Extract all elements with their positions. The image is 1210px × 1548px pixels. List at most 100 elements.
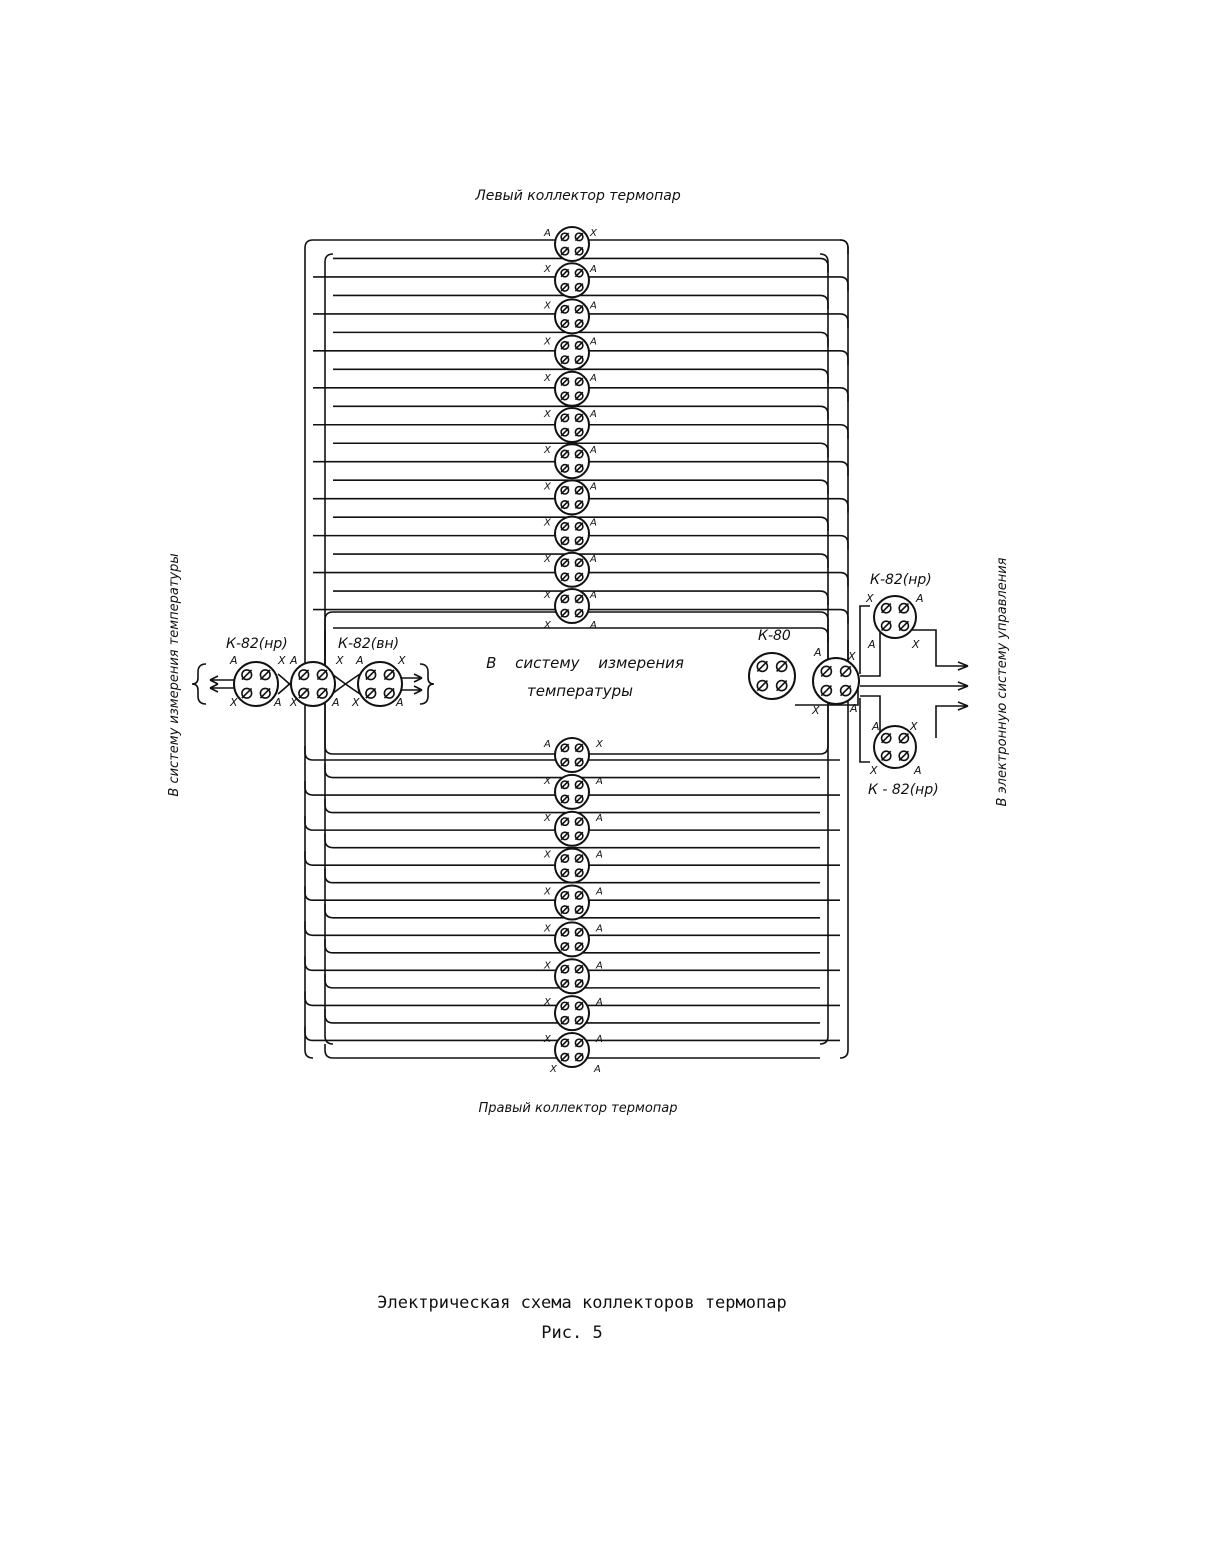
pin-label: Х xyxy=(543,960,552,971)
pin-label: Х xyxy=(543,850,552,861)
connector-label-k82-nr-bottom: К - 82(нр) xyxy=(868,782,939,798)
left-brace xyxy=(191,663,207,705)
collector-connector xyxy=(554,810,590,847)
collector-wiring xyxy=(304,239,849,1059)
collector-connector xyxy=(554,407,590,443)
right-side-label: В электронную систему управления xyxy=(995,557,1010,806)
pin-label: Х xyxy=(543,813,552,824)
pin-label: Х xyxy=(543,590,552,601)
pin-label: А xyxy=(867,638,876,651)
pin-label: А xyxy=(915,592,924,605)
collector-connector xyxy=(554,884,590,921)
pin-label: Х xyxy=(543,481,552,492)
collector-connector xyxy=(554,262,590,299)
pin-label: А xyxy=(595,923,603,934)
connector-k82-vn-in xyxy=(290,661,336,707)
pin-label: А xyxy=(395,696,404,709)
pin-label: Х xyxy=(351,696,360,709)
pin-label: А xyxy=(589,373,597,384)
output-wire-3 xyxy=(860,695,969,738)
connector-k82-nr-bottom xyxy=(873,725,917,769)
pin-label: Х xyxy=(543,300,552,311)
connector-k80-mate xyxy=(812,657,860,705)
figure-number: Рис. 5 xyxy=(541,1323,602,1343)
center-label-line2: температуры xyxy=(527,682,633,700)
pin-label: А xyxy=(589,590,597,601)
connector-k82-nr-top xyxy=(873,595,917,639)
pin-label: А xyxy=(229,654,238,667)
pin-label: А xyxy=(543,739,551,750)
figure-caption: Электрическая схема коллекторов термопар xyxy=(377,1293,786,1313)
pin-label: А xyxy=(589,518,597,529)
center-label-line1: В систему измерения xyxy=(486,654,684,672)
pin-label: Х xyxy=(589,228,598,239)
pin-label: Х xyxy=(543,997,552,1008)
outer-bus-right xyxy=(839,239,849,1059)
pin-label: А xyxy=(595,887,603,898)
pin-label: А xyxy=(355,654,364,667)
connector-label-k82-vn: К-82(вн) xyxy=(338,636,399,652)
pin-label: Х xyxy=(229,696,238,709)
pin-label: А xyxy=(589,554,597,565)
pin-label: Х xyxy=(289,696,298,709)
pin-label: А xyxy=(589,409,597,420)
pin-label: А xyxy=(593,1064,601,1075)
pin-label: Х xyxy=(397,654,406,667)
right-arrow-1 xyxy=(400,673,423,683)
connector-label-k82-nr-top: К-82(нр) xyxy=(870,572,932,588)
pin-label: А xyxy=(871,720,880,733)
collector-connector xyxy=(554,958,590,995)
pin-label: Х xyxy=(543,264,552,275)
pin-label: Х xyxy=(865,592,874,605)
pin-label: Х xyxy=(277,654,286,667)
pin-label: А xyxy=(595,1034,603,1045)
collector-connector xyxy=(554,443,590,480)
pin-label: Х xyxy=(543,923,552,934)
right-arrow-2 xyxy=(400,685,423,695)
pin-label: А xyxy=(589,337,597,348)
collector-connector xyxy=(554,773,590,810)
left-side-label: В систему измерения температуры xyxy=(167,553,182,796)
pin-label: А xyxy=(589,264,597,275)
pin-label: А xyxy=(595,776,603,787)
pin-label: А xyxy=(331,696,340,709)
collector-connector xyxy=(554,588,590,624)
connector-k82-nr xyxy=(233,661,279,707)
pin-label: Х xyxy=(543,1034,552,1045)
connector-k80 xyxy=(748,652,796,700)
pin-label: А xyxy=(595,997,603,1008)
pin-label: А xyxy=(273,696,282,709)
pin-label: Х xyxy=(909,720,918,733)
pin-label: Х xyxy=(335,654,344,667)
pin-label: Х xyxy=(543,776,552,787)
pin-label: Х xyxy=(847,650,856,663)
collector-connector xyxy=(554,479,590,516)
pin-label: А xyxy=(589,300,597,311)
measurement-frame xyxy=(324,611,829,755)
pin-label: А xyxy=(813,646,822,659)
pin-label: Х xyxy=(543,337,552,348)
pin-label: А xyxy=(849,702,858,715)
collector-connector xyxy=(554,551,590,588)
collector-connector xyxy=(554,515,590,552)
pin-label: Х xyxy=(543,554,552,565)
wire-loop xyxy=(324,1044,820,1059)
connector-label-k80: К-80 xyxy=(758,628,791,644)
collector-connector xyxy=(554,370,590,407)
left-arrow-2 xyxy=(209,683,235,693)
collector-connector xyxy=(554,226,590,262)
pin-label: Х xyxy=(911,638,920,651)
pin-label: Х xyxy=(543,445,552,456)
collector-connector xyxy=(554,921,590,958)
right-brace xyxy=(419,663,435,705)
collector-connector xyxy=(554,995,590,1032)
pin-label: Х xyxy=(549,1064,558,1075)
pin-label: Х xyxy=(543,373,552,384)
cross-wire-2 xyxy=(331,673,361,695)
pin-label: А xyxy=(595,813,603,824)
pin-label: А xyxy=(589,445,597,456)
